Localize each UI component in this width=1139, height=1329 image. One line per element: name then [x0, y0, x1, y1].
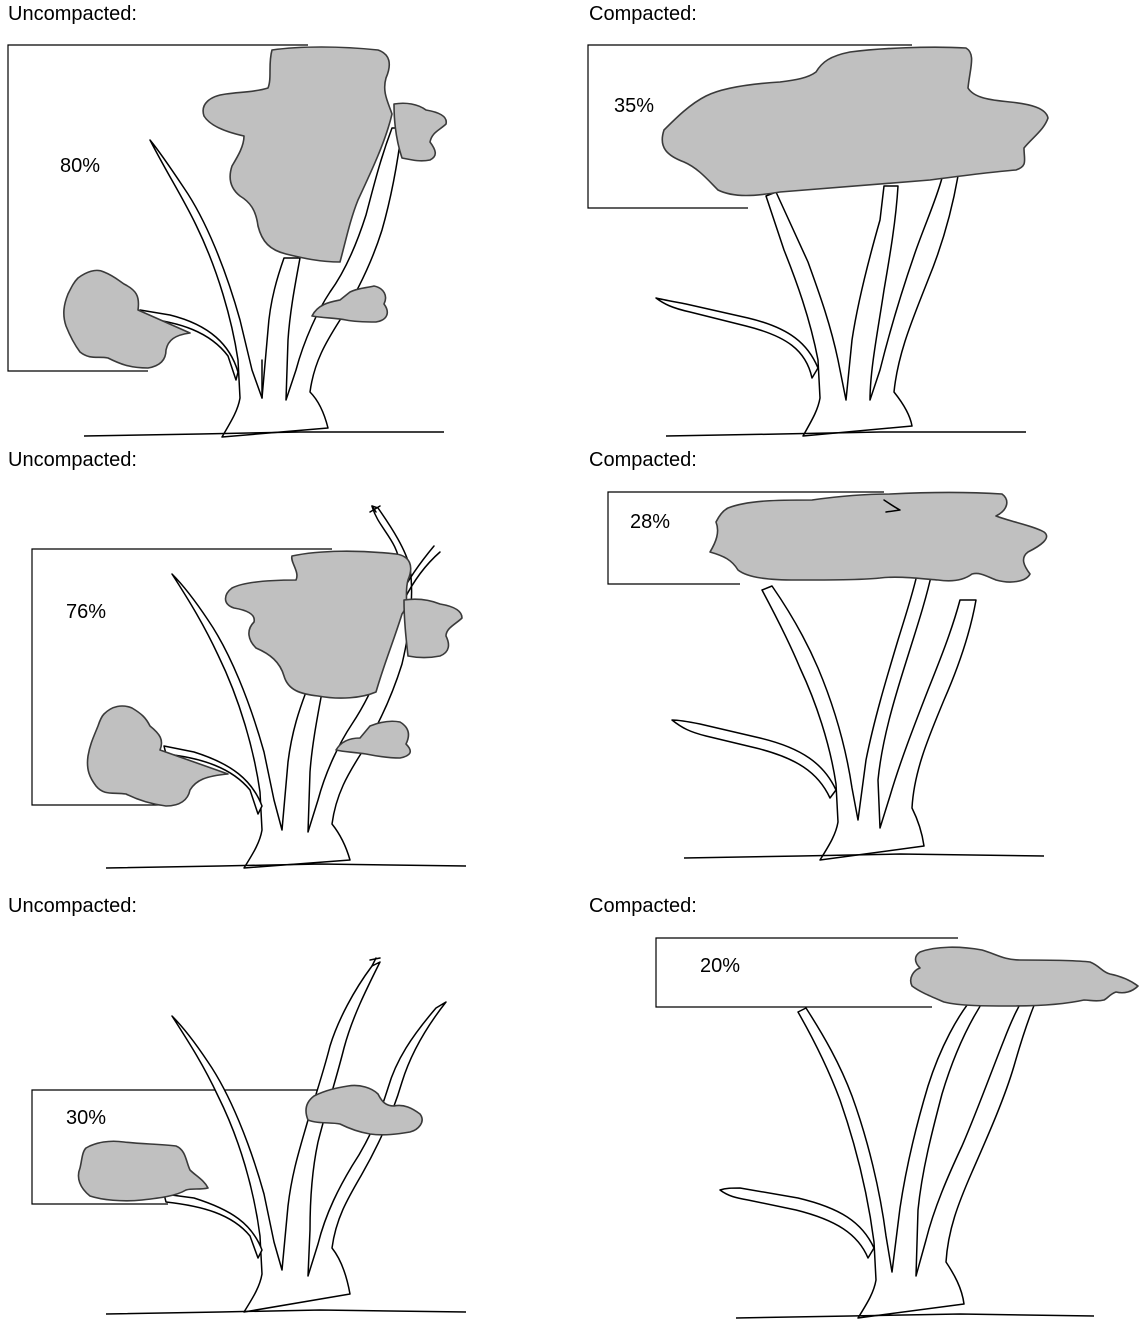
ground-line [106, 864, 466, 868]
panel-label: Uncompacted: [8, 449, 137, 471]
trunk [172, 962, 446, 1312]
canopy-percent: 28% [630, 511, 670, 533]
branch [720, 1188, 874, 1258]
foliage-clump [78, 1141, 208, 1201]
foliage-clump [306, 1085, 422, 1134]
panel-label: Uncompacted: [8, 895, 137, 917]
panel-label: Compacted: [589, 449, 697, 471]
panel-label: Compacted: [589, 895, 697, 917]
tree [656, 47, 1048, 436]
foliage-clump [662, 47, 1048, 195]
tree [87, 506, 462, 868]
foliage-clump [911, 947, 1138, 1006]
ground-line [666, 432, 1026, 436]
canopy-percent: 20% [700, 955, 740, 977]
trunk [798, 994, 1038, 1318]
foliage-clump [312, 286, 387, 322]
branch [672, 720, 836, 798]
panel-uncompacted-1: Uncompacted: 80% [8, 3, 446, 437]
canopy-percent: 35% [614, 95, 654, 117]
tree [64, 47, 446, 437]
panel-uncompacted-2: Uncompacted: 76% [8, 449, 466, 868]
canopy-percent: 80% [60, 155, 100, 177]
panel-compacted-1: Compacted: 35% [588, 3, 1048, 436]
branch [164, 1194, 262, 1258]
panel-label: Uncompacted: [8, 3, 137, 25]
trunk [762, 570, 976, 860]
ground-line [736, 1314, 1094, 1318]
branch [656, 298, 818, 378]
foliage-clump [404, 599, 462, 657]
ground-line [684, 854, 1044, 858]
canopy-percent: 30% [66, 1107, 106, 1129]
panel-compacted-3: Compacted: 20% [589, 895, 1138, 1318]
panel-uncompacted-3: Uncompacted: 30% [8, 895, 466, 1314]
tree [78, 958, 446, 1312]
foliage-clump [394, 103, 446, 161]
panel-label: Compacted: [589, 3, 697, 25]
panel-compacted-2: Compacted: 28% [589, 449, 1047, 860]
tree [720, 947, 1138, 1318]
ground-line [106, 1310, 466, 1314]
foliage-clump [336, 721, 410, 758]
tree [672, 493, 1047, 861]
trunk [766, 176, 958, 436]
foliage-clump [710, 493, 1047, 583]
canopy-percent: 76% [66, 601, 106, 623]
